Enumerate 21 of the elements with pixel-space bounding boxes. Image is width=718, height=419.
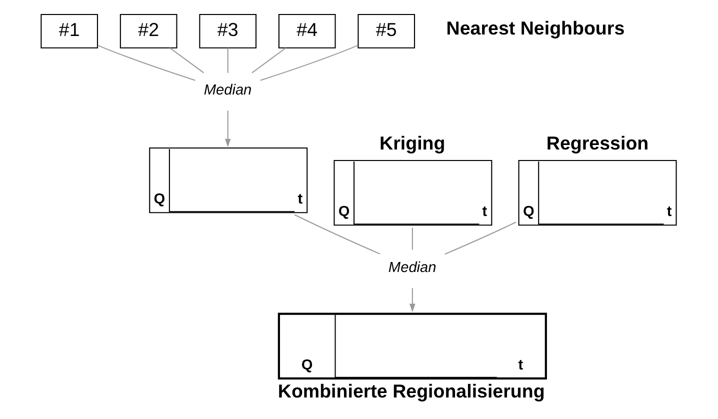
node-label: Kombinierte Regionalisierung — [277, 380, 544, 402]
arrow — [409, 288, 415, 312]
node-box: #1 — [40, 14, 98, 48]
node-label: Regression — [546, 132, 648, 154]
connector — [260, 44, 358, 81]
connector — [97, 44, 195, 81]
node-text: Median — [203, 82, 252, 98]
node-label: Kriging — [379, 132, 445, 154]
node-box: #4 — [278, 14, 336, 48]
connector — [226, 48, 228, 73]
node-box: #5 — [357, 14, 415, 48]
connector — [251, 47, 286, 74]
connector — [444, 222, 516, 255]
connector — [169, 47, 204, 74]
connector — [294, 214, 380, 254]
arrow — [224, 110, 230, 148]
label: Nearest Neighbours — [446, 18, 624, 39]
node-box: #3 — [198, 14, 256, 48]
node-box: #2 — [119, 14, 177, 48]
connector — [411, 228, 412, 250]
node-text: Median — [388, 260, 436, 276]
